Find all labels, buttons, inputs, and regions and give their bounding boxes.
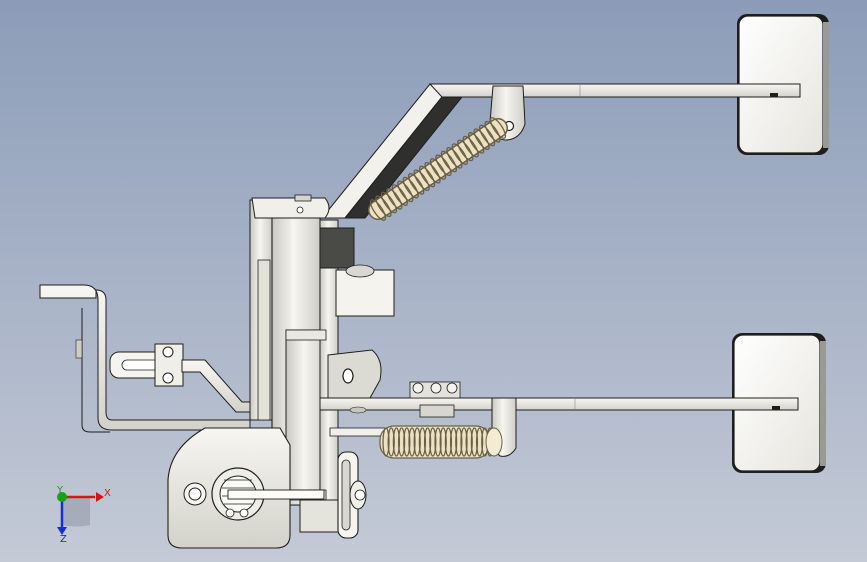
spring-coil [468, 132, 485, 154]
pivot-shaft-housing [249, 194, 395, 511]
spring-coil [423, 427, 432, 457]
spring-coil [470, 427, 479, 457]
spring-coil [473, 128, 490, 151]
spring-coil [455, 427, 463, 457]
clevis-fork [109, 343, 184, 387]
upper-pedal-arm [320, 83, 801, 219]
spring-coil [402, 176, 419, 199]
spring-coil [460, 427, 468, 457]
spring-coil [408, 427, 416, 457]
spring-coil [465, 427, 473, 457]
spring-coil [408, 173, 425, 195]
spring-coil [397, 427, 406, 457]
spring-coil [444, 427, 453, 457]
spring-coil [457, 139, 474, 162]
spring-coil [484, 120, 501, 143]
upper-return-spring [368, 117, 508, 221]
spring-coil [413, 427, 421, 457]
spring-coil [391, 184, 408, 206]
axis-y-label: Y [56, 485, 64, 496]
spring-coil [489, 117, 507, 139]
axis-x-label: X [104, 488, 111, 499]
spring-coil [475, 427, 484, 457]
spring-coil [418, 427, 427, 457]
spring-coil [413, 169, 430, 192]
lower-return-spring [379, 425, 503, 459]
axis-z-label: Z [60, 534, 67, 545]
flange-wheel [337, 451, 367, 539]
spring-coil [418, 165, 436, 188]
spring-coil [440, 150, 458, 173]
spring-coil [478, 124, 496, 147]
spring-coil [397, 180, 414, 203]
spring-coil [392, 427, 401, 457]
spring-coil [449, 427, 458, 457]
spring-coil [375, 195, 392, 218]
spring-coil [387, 427, 395, 457]
mounting-bracket [39, 284, 251, 433]
linkage-rod [181, 359, 251, 413]
spring-coil [429, 427, 437, 457]
spring-coil [439, 427, 447, 457]
base-plate [167, 427, 343, 549]
spring-coil [380, 191, 398, 214]
spring-coil [403, 427, 411, 457]
spring-coil [369, 199, 387, 221]
spring-coil [435, 154, 452, 177]
spring-coil [386, 187, 403, 210]
spring-coil [451, 143, 468, 165]
coordinate-triad-icon: X Y Z [56, 485, 111, 545]
spring-coil [424, 161, 441, 184]
spring-coil [382, 427, 390, 457]
spring-coil [446, 146, 463, 169]
spring-coil [462, 135, 479, 158]
spring-coil [429, 158, 447, 180]
spring-coil [434, 427, 442, 457]
